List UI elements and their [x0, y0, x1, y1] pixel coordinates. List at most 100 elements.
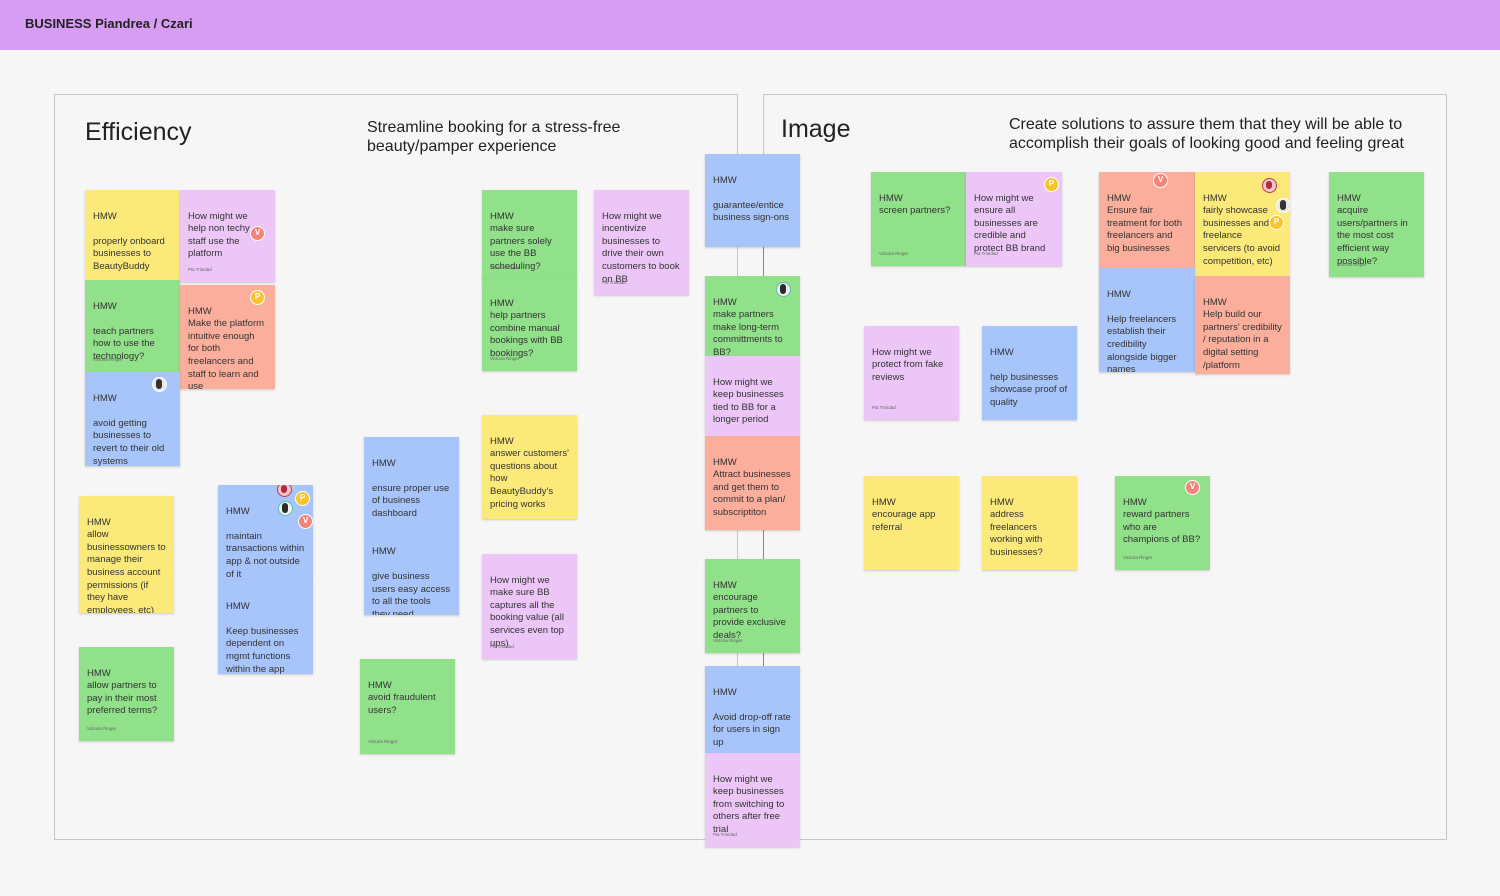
note-author: Pia Trinidad	[713, 829, 737, 842]
sticky-note[interactable]: HMW teach partners how to use the techno…	[85, 280, 180, 372]
note-author: Victoria Ringer	[1337, 259, 1366, 272]
sticky-note[interactable]: How might we incentivize businesses to d…	[594, 190, 689, 295]
note-text: How might we keep businesses tied to BB …	[713, 377, 784, 426]
sticky-note[interactable]: HMW Ensure fair treatment for both freel…	[1099, 172, 1195, 268]
note-text: HMW help partners combine manual booking…	[490, 298, 563, 359]
note-author: Victoria Ringer	[490, 262, 519, 275]
note-text: HMW Ensure fair treatment for both freel…	[1107, 193, 1182, 254]
sticky-note[interactable]: HMW avoid fraudulent users? Victoria Rin…	[360, 659, 455, 754]
note-text: How might we protect from fake reviews	[872, 347, 943, 383]
sticky-note[interactable]: HMW Make the platform intuitive enough f…	[180, 285, 275, 389]
avatar[interactable]: P	[250, 290, 265, 305]
note-text: How might we help non techy staff use th…	[188, 211, 250, 260]
avatar[interactable]: P	[1044, 177, 1059, 192]
sticky-note[interactable]: HMW maintain transactions within app & n…	[218, 485, 313, 580]
avatar[interactable]: V	[1153, 173, 1168, 188]
note-text: HMW acquire users/partners in the most c…	[1337, 193, 1408, 267]
board-title[interactable]: BUSINESS Piandrea / Czari	[25, 16, 193, 31]
sticky-note[interactable]: HMW guarantee/entice business sign-ons	[705, 154, 800, 247]
sticky-note[interactable]: HMW encourage app referral	[864, 476, 959, 570]
avatar[interactable]: P	[295, 491, 310, 506]
sticky-note[interactable]: How might we protect from fake reviews P…	[864, 326, 959, 420]
note-text: HMW address freelancers working with bus…	[990, 497, 1043, 558]
note-text: HMW help businesses showcase proof of qu…	[990, 347, 1067, 408]
note-text: How might we incentivize businesses to d…	[602, 211, 680, 285]
note-author: Victoria Ringer	[879, 248, 908, 261]
sticky-note[interactable]: How might we keep businesses tied to BB …	[705, 356, 800, 436]
note-text: How might we ensure all businesses are c…	[974, 193, 1045, 254]
note-text: HMW properly onboard businesses to Beaut…	[93, 211, 165, 272]
sticky-note[interactable]: HMW Help build our partners' credibility…	[1195, 276, 1290, 374]
sticky-note[interactable]: HMW help partners combine manual booking…	[482, 277, 577, 371]
sticky-note[interactable]: HMW acquire users/partners in the most c…	[1329, 172, 1424, 277]
avatar[interactable]	[277, 485, 292, 497]
note-author: Victoria Ringer	[87, 723, 116, 736]
avatar[interactable]	[1262, 178, 1277, 193]
note-text: HMW ensure proper use of business dashbo…	[372, 458, 450, 615]
sticky-note[interactable]: How might we ensure all businesses are c…	[966, 172, 1062, 266]
note-author: Victoria Ringer	[713, 635, 742, 648]
avatar[interactable]	[278, 501, 293, 516]
note-text: HMW make partners make long-term committ…	[713, 297, 783, 356]
avatar[interactable]: P	[1269, 215, 1284, 230]
note-text: HMW answer customers' questions about ho…	[490, 436, 569, 510]
avatar[interactable]	[152, 377, 167, 392]
sticky-note[interactable]: HMW Help freelancers establish their cre…	[1099, 268, 1195, 372]
note-text: HMW Keep businesses dependent on mgmt fu…	[226, 601, 298, 674]
note-text: HMW avoid fraudulent users?	[368, 680, 436, 716]
sticky-note[interactable]: HMW allow partners to pay in their most …	[79, 647, 174, 741]
sticky-note[interactable]: HMW reward partners who are champions of…	[1115, 476, 1210, 570]
sticky-note[interactable]: HMW Keep businesses dependent on mgmt fu…	[218, 580, 313, 674]
note-text: HMW Help freelancers establish their cre…	[1107, 289, 1177, 372]
sticky-note[interactable]: HMW encourage partners to provide exclus…	[705, 559, 800, 653]
note-author: Pia Trinidad	[872, 402, 896, 415]
sticky-note[interactable]: HMW fairly showcase businesses and freel…	[1195, 172, 1290, 276]
note-text: HMW Avoid drop-off rate for users in sig…	[713, 687, 791, 748]
sticky-note[interactable]: HMW make partners make long-term committ…	[705, 276, 800, 356]
image-frame-subtitle: Create solutions to assure them that the…	[1009, 115, 1404, 153]
efficiency-frame-title: Efficiency	[85, 118, 192, 147]
sticky-note[interactable]: HMW Attract businesses and get them to c…	[705, 436, 800, 530]
sticky-note[interactable]: HMW make sure partners solely use the BB…	[482, 190, 577, 280]
avatar[interactable]: V	[1185, 480, 1200, 495]
avatar[interactable]	[1276, 198, 1290, 213]
note-text: HMW guarantee/entice business sign-ons	[713, 175, 789, 224]
note-text: HMW allow partners to pay in their most …	[87, 668, 157, 717]
note-text: HMW Help build our partners' credibility…	[1203, 297, 1282, 371]
note-author: Victoria Ringer	[1123, 552, 1152, 565]
sticky-note[interactable]: HMW properly onboard businesses to Beaut…	[85, 190, 180, 280]
note-author: Victoria Ringer	[368, 736, 397, 749]
note-text: HMW Make the platform intuitive enough f…	[188, 306, 264, 389]
note-text: HMW teach partners how to use the techno…	[93, 301, 155, 362]
note-text: HMW allow businessowners to manage their…	[87, 517, 166, 613]
note-text: HMW Attract businesses and get them to c…	[713, 457, 791, 518]
note-text: HMW fairly showcase businesses and freel…	[1203, 193, 1280, 267]
note-author: Pia Trinidad	[974, 248, 998, 261]
note-author: Pia Trinidad	[490, 641, 514, 654]
note-text: HMW encourage partners to provide exclus…	[713, 580, 786, 641]
sticky-note[interactable]: HMW help businesses showcase proof of qu…	[982, 326, 1077, 420]
efficiency-frame-subtitle: Streamline booking for a stress-free bea…	[367, 118, 620, 156]
note-text: HMW reward partners who are champions of…	[1123, 497, 1200, 546]
note-text: HMW screen partners?	[879, 193, 950, 217]
sticky-note[interactable]: HMW allow businessowners to manage their…	[79, 496, 174, 613]
board-header: BUSINESS Piandrea / Czari	[0, 0, 1500, 50]
note-text: How might we keep businesses from switch…	[713, 774, 784, 835]
sticky-note[interactable]: HMW avoid getting businesses to revert t…	[85, 372, 180, 466]
note-text: HMW encourage app referral	[872, 497, 935, 533]
avatar[interactable]	[776, 282, 791, 297]
sticky-note[interactable]: How might we help non techy staff use th…	[180, 190, 275, 282]
sticky-note[interactable]: How might we make sure BB captures all t…	[482, 554, 577, 659]
note-text: How might we make sure BB captures all t…	[490, 575, 564, 649]
avatar[interactable]: V	[250, 226, 265, 241]
sticky-note[interactable]: HMW Avoid drop-off rate for users in sig…	[705, 666, 800, 753]
sticky-note[interactable]: How might we keep businesses from switch…	[705, 753, 800, 847]
sticky-note[interactable]: HMW screen partners? Victoria Ringer	[871, 172, 966, 266]
avatar[interactable]: V	[298, 514, 313, 529]
sticky-note[interactable]: HMW answer customers' questions about ho…	[482, 415, 577, 519]
note-text: HMW maintain transactions within app & n…	[226, 506, 304, 580]
sticky-note[interactable]: HMW ensure proper use of business dashbo…	[364, 437, 459, 615]
note-author: Victoria Ringer	[490, 353, 519, 366]
note-author: Pia Trinidad	[602, 277, 626, 290]
sticky-note[interactable]: HMW address freelancers working with bus…	[982, 476, 1077, 570]
